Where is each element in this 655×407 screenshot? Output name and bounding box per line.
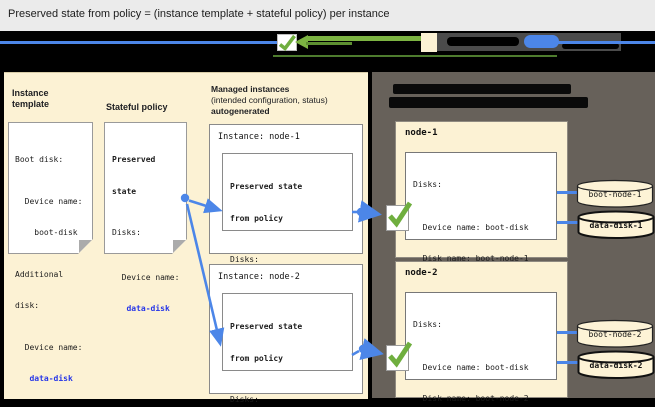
legend-obscured-text xyxy=(447,37,519,46)
legend-check-icon xyxy=(277,34,297,51)
stateful-policy-header: Stateful policy xyxy=(106,102,168,112)
applied-check-box-node-1 xyxy=(386,205,409,231)
instance-template-doc: Boot disk: Device name: boot-disk Additi… xyxy=(8,122,93,383)
preserved-state-box-node-2: Preserved state from policy Disks: Devic… xyxy=(222,293,353,404)
title-bar: Preserved state from policy = (instance … xyxy=(0,0,655,31)
legend-blue-line-left xyxy=(0,41,277,44)
instance-template-header: Instance template xyxy=(12,88,50,109)
preserved-state-box-node-1: Preserved state from policy Disks: Devic… xyxy=(222,153,353,327)
disk-connector xyxy=(557,361,578,364)
legend-doc-icon xyxy=(421,33,437,52)
legend-band xyxy=(0,31,655,72)
managed-instances-header: Managed instances (intended configuratio… xyxy=(211,84,328,116)
disk-connector xyxy=(557,331,578,334)
legend-green-thin-line xyxy=(273,55,557,57)
disk-connector xyxy=(557,191,578,194)
cylinder-icon xyxy=(576,319,654,348)
legend-blue-line-right xyxy=(532,41,655,44)
legend-obscured-text xyxy=(562,43,619,49)
disk-cylinder-data-disk-2: data-disk-2 xyxy=(577,350,655,380)
disk-connector xyxy=(557,221,578,224)
vm-disks-box-node-1: Disks: Device name: boot-disk Disk name:… xyxy=(405,152,557,337)
diagram-title: Preserved state from policy = (instance … xyxy=(8,8,390,20)
disk-cylinder-data-disk-1: data-disk-1 xyxy=(577,210,655,240)
vm-disks-box-node-2: Disks: Device name: boot-disk Disk name:… xyxy=(405,292,557,403)
cylinder-icon xyxy=(577,350,655,379)
vm-panel-obscured-heading xyxy=(389,97,588,108)
stateful-policy-doc: Preserved state Disks: Device name: data… xyxy=(104,122,187,313)
cylinder-icon xyxy=(577,210,655,239)
vm-panel-obscured-heading xyxy=(393,84,571,94)
legend-green-bar xyxy=(306,36,428,41)
disk-cylinder-boot-node-1: boot-node-1 xyxy=(576,179,654,209)
legend-arrow-icon xyxy=(295,35,308,49)
cylinder-icon xyxy=(576,179,654,208)
applied-check-box-node-2 xyxy=(386,345,409,371)
disk-cylinder-boot-node-2: boot-node-2 xyxy=(576,319,654,349)
legend-green-shaft xyxy=(306,42,352,45)
